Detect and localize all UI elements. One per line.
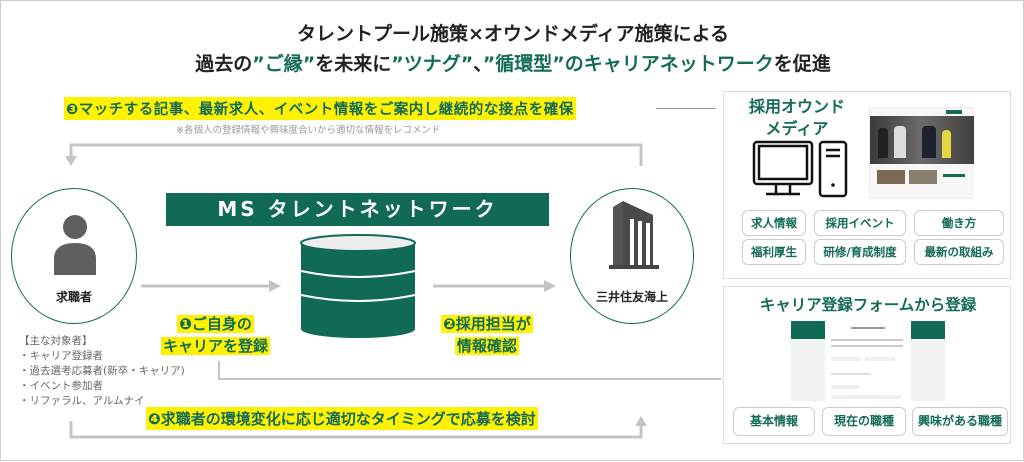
form-tag-current-job: 現在の職種 — [822, 407, 906, 436]
step2-label: ❷採用担当が 情報確認 — [441, 313, 533, 357]
text: のキャリアネットワーク — [564, 53, 774, 75]
job-seeker-label: 求職者 — [55, 290, 92, 304]
form-panel-title: キャリア登録フォームから登録 — [759, 296, 977, 314]
media-tag-recruit-event: 採用イベント — [814, 210, 906, 236]
form-tag-basic-info: 基本情報 — [733, 407, 815, 436]
career-form-panel: キャリア登録フォームから登録 基本情報 現在の職種 興味がある職種 — [723, 286, 1011, 444]
step1-line1: ❶ご自身の — [177, 315, 254, 333]
person-icon — [54, 215, 96, 275]
flow-arrows — [65, 143, 721, 439]
headline-line-1: タレントプール施策×オウンドメディア施策による — [296, 23, 730, 45]
step3-label: ❸マッチする記事、最新求人、イベント情報をご案内し継続的な接点を確保 — [64, 97, 576, 120]
media-title-line1: 採用オウンド — [748, 97, 845, 116]
target-item: ・イベント参加者 — [19, 380, 103, 392]
targets-heading: 【主な対象者】 — [19, 335, 93, 347]
text: ”ツナグ” — [391, 53, 474, 75]
step2-line1: ❷採用担当が — [441, 315, 533, 333]
owned-media-panel: 採用オウンド メディア 求人情報 採用イベント 働き方 福利厚生 研修/育成制度… — [723, 91, 1011, 279]
text: ”ご縁” — [252, 53, 316, 75]
company-label: 三井住友海上 — [595, 290, 668, 304]
step2-line2: 情報確認 — [454, 337, 519, 355]
media-title-line2: メディア — [765, 119, 829, 138]
bottom-loop-arrow — [69, 421, 643, 439]
form-screenshot — [791, 321, 945, 401]
network-banner: MS タレントネットワーク — [166, 193, 549, 226]
text: を促進 — [773, 53, 831, 75]
media-tag-work-style: 働き方 — [914, 210, 1004, 236]
target-item: ・リファラル、アルムナイ — [19, 395, 145, 407]
media-tag-job-info: 求人情報 — [742, 210, 806, 236]
target-audience-list: 【主な対象者】 ・キャリア登録者 ・過去選考応募者(新卒・キャリア) ・イベント… — [19, 334, 185, 409]
building-icon — [609, 201, 659, 269]
text: を未来に — [315, 53, 392, 75]
text: 過去の — [195, 53, 253, 75]
connector-line — [656, 108, 716, 109]
headline-line-2: 過去の”ご縁”を未来に”ツナグ”、”循環型”のキャリアネットワークを促進 — [1, 49, 1024, 76]
text: 、 — [473, 53, 483, 75]
media-tag-welfare: 福利厚生 — [742, 239, 806, 265]
connector-to-form — [218, 361, 721, 380]
top-loop-arrow — [69, 143, 643, 166]
step3-note: ※各個人の登録情報や興味度合いから適切な情報をレコメンド — [176, 125, 441, 136]
media-tag-initiatives: 最新の取組み — [914, 239, 1004, 265]
step4-label: ❹求職者の環境変化に応じ適切なタイミングで応募を検討 — [146, 407, 538, 430]
media-site-screenshot — [869, 107, 974, 199]
form-tag-interested-job: 興味がある職種 — [912, 407, 1008, 436]
text: ”循環型” — [482, 53, 565, 75]
target-item: ・キャリア登録者 — [19, 350, 103, 362]
media-tag-training: 研修/育成制度 — [814, 239, 906, 265]
step1-line2: キャリアを登録 — [161, 337, 271, 355]
desktop-computer-icon — [752, 140, 848, 198]
target-item: ・過去選考応募者(新卒・キャリア) — [19, 365, 185, 377]
step1-label: ❶ご自身の キャリアを登録 — [161, 313, 271, 357]
database-icon — [300, 234, 416, 338]
